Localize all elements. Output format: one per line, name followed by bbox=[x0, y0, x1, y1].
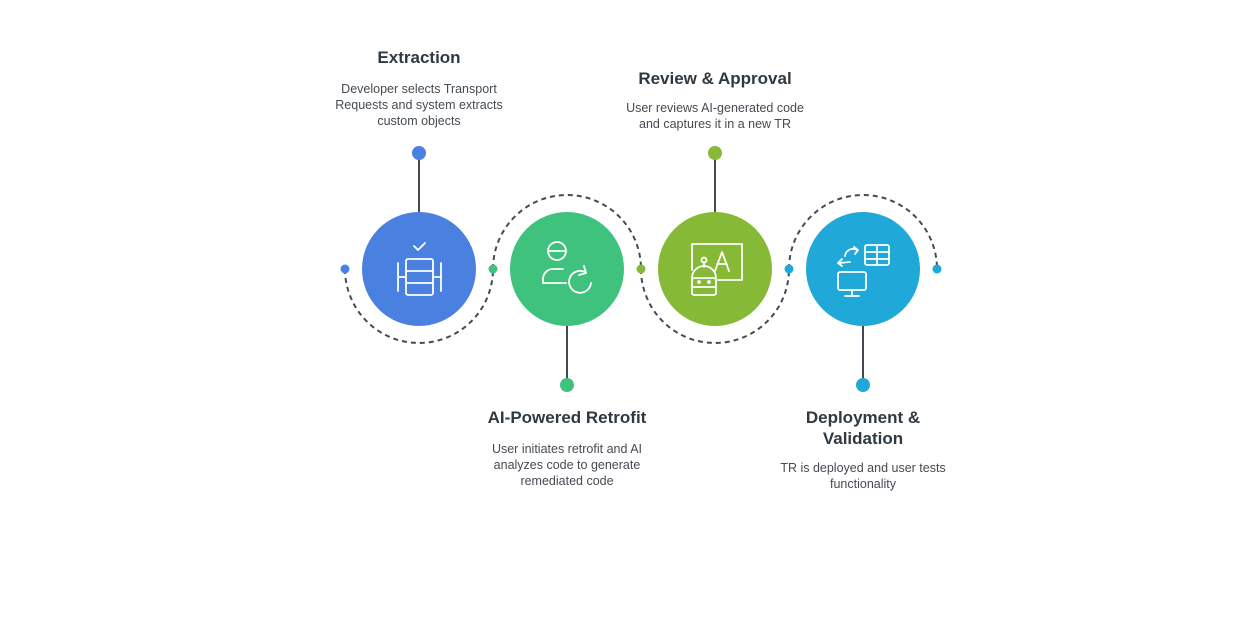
connector-arc-2 bbox=[492, 194, 642, 270]
step-description-extraction: Developer selects Transport Requests and… bbox=[335, 82, 503, 128]
connector-arc-4 bbox=[788, 194, 938, 270]
monitor-table-icon bbox=[837, 244, 890, 297]
stem-dot-4 bbox=[856, 378, 870, 392]
step-title-review: Review & Approval bbox=[638, 69, 792, 88]
connector-arc-3 bbox=[640, 268, 790, 344]
step-title-extraction: Extraction bbox=[377, 48, 461, 67]
step-description-review: User reviews AI-generated code and captu… bbox=[626, 101, 804, 131]
stem-dot-1 bbox=[412, 146, 426, 160]
step-circle-extraction bbox=[362, 212, 476, 326]
step-title-deployment: Deployment & Validation bbox=[805, 408, 921, 448]
robot-document-icon bbox=[691, 243, 743, 296]
step-title-retrofit: AI-Powered Retrofit bbox=[487, 408, 647, 427]
step-circle-retrofit bbox=[510, 212, 624, 326]
stem-dot-3 bbox=[708, 146, 722, 160]
junction-dot-3 bbox=[636, 264, 646, 274]
junction-dot-5 bbox=[932, 264, 942, 274]
step-circle-deployment bbox=[806, 212, 920, 326]
stem-dot-2 bbox=[560, 378, 574, 392]
user-refresh-icon bbox=[542, 241, 592, 294]
junction-dot-2 bbox=[488, 264, 498, 274]
database-check-icon bbox=[397, 242, 442, 296]
connector-arc-1 bbox=[344, 268, 494, 344]
step-description-deployment: TR is deployed and user tests functional… bbox=[780, 461, 946, 491]
junction-dot-1 bbox=[340, 264, 350, 274]
step-description-retrofit: User initiates retrofit and AI analyzes … bbox=[491, 442, 643, 488]
junction-dot-4 bbox=[784, 264, 794, 274]
